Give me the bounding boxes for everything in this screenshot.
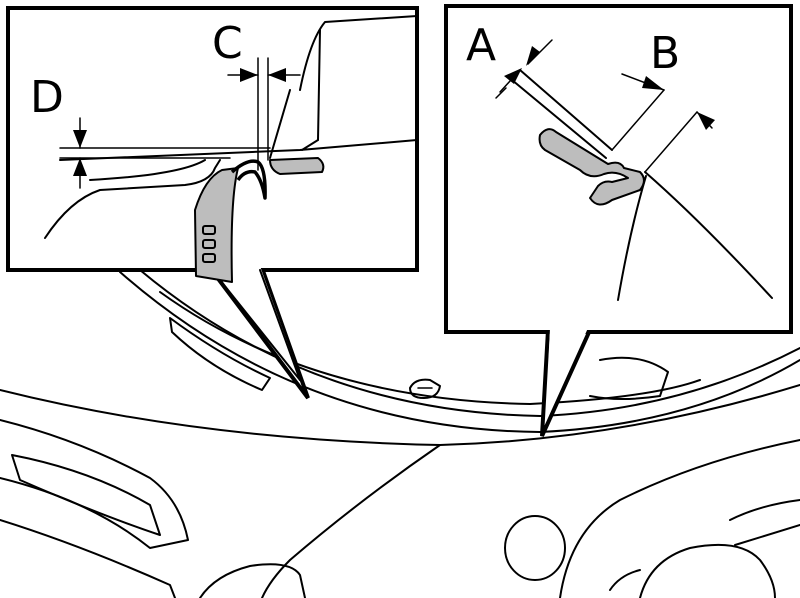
label-c: C (212, 18, 243, 69)
left-callout: C D (6, 6, 419, 400)
right-callout: A B (444, 4, 793, 437)
seal-profile-right (538, 128, 645, 206)
label-b: B (650, 28, 680, 79)
label-d: D (30, 72, 64, 123)
seal-profile-left (269, 157, 325, 175)
label-a: A (466, 20, 496, 71)
bracket-slots (202, 225, 216, 263)
car-body-drawing (0, 269, 800, 598)
